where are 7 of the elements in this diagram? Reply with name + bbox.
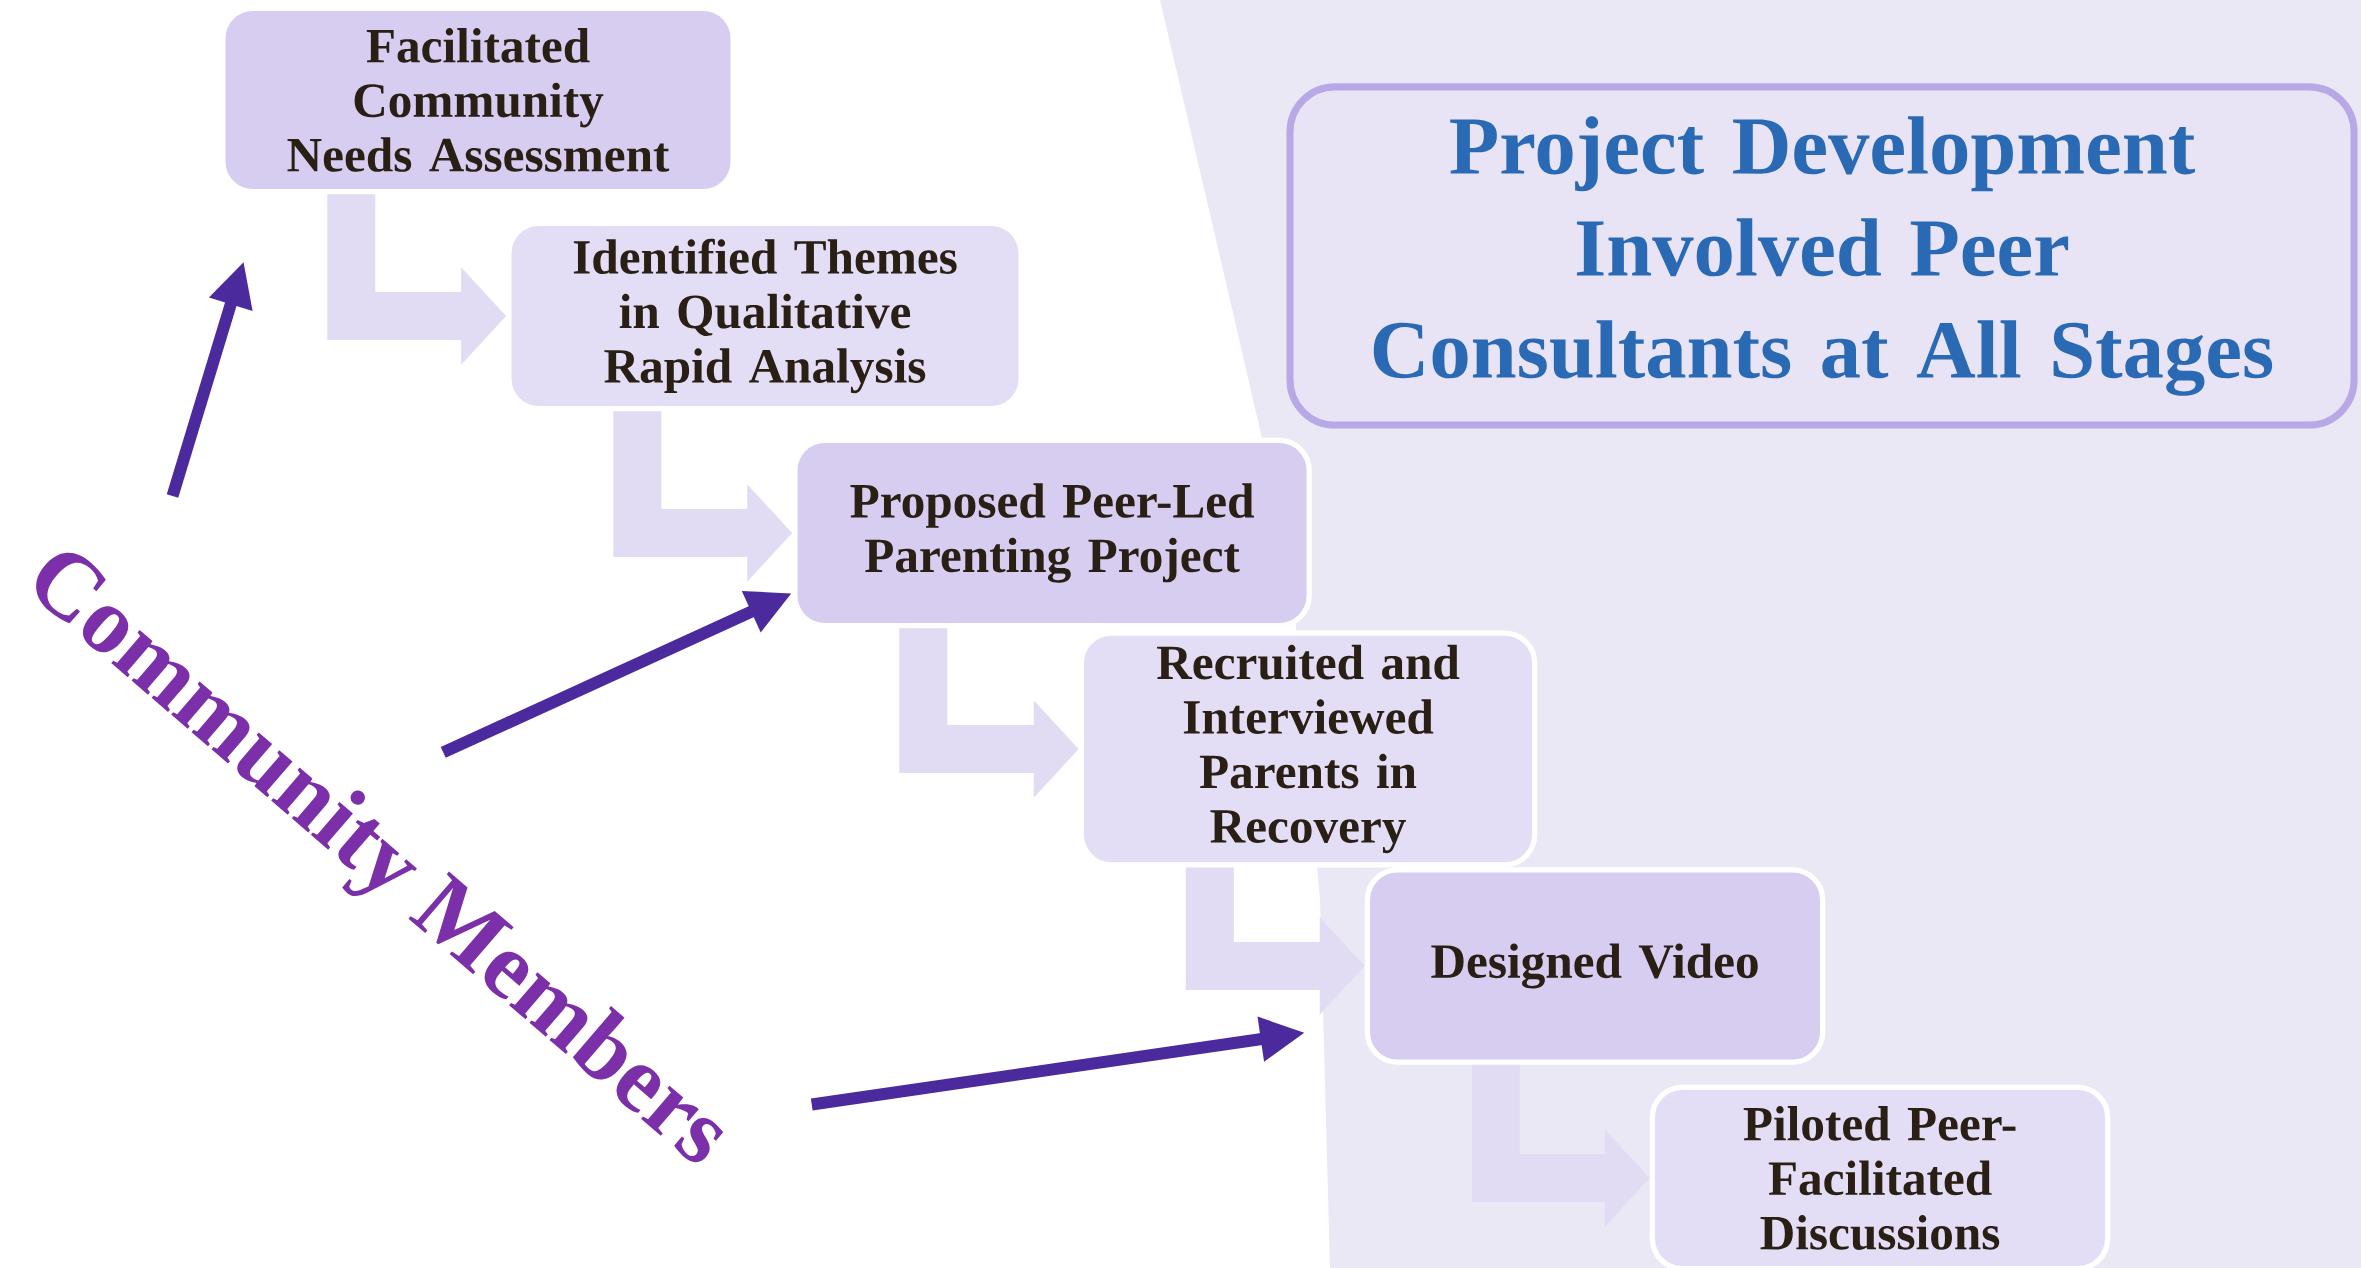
process-box: Facilitated Community Needs Assessment [220, 5, 736, 195]
process-box: Identified Themes in Qualitative Rapid Analysis [506, 220, 1024, 412]
process-box: Designed Video [1364, 867, 1826, 1065]
title-box: Project Development Involved Peer Consultants at All Stages [1286, 83, 2358, 429]
process-box: Recruited and Interviewed Parents in Recovery [1078, 630, 1538, 868]
process-box: Piloted Peer-Facilitated Discussions [1649, 1084, 2111, 1268]
process-box: Proposed Peer-Led Parenting Project [792, 437, 1312, 629]
